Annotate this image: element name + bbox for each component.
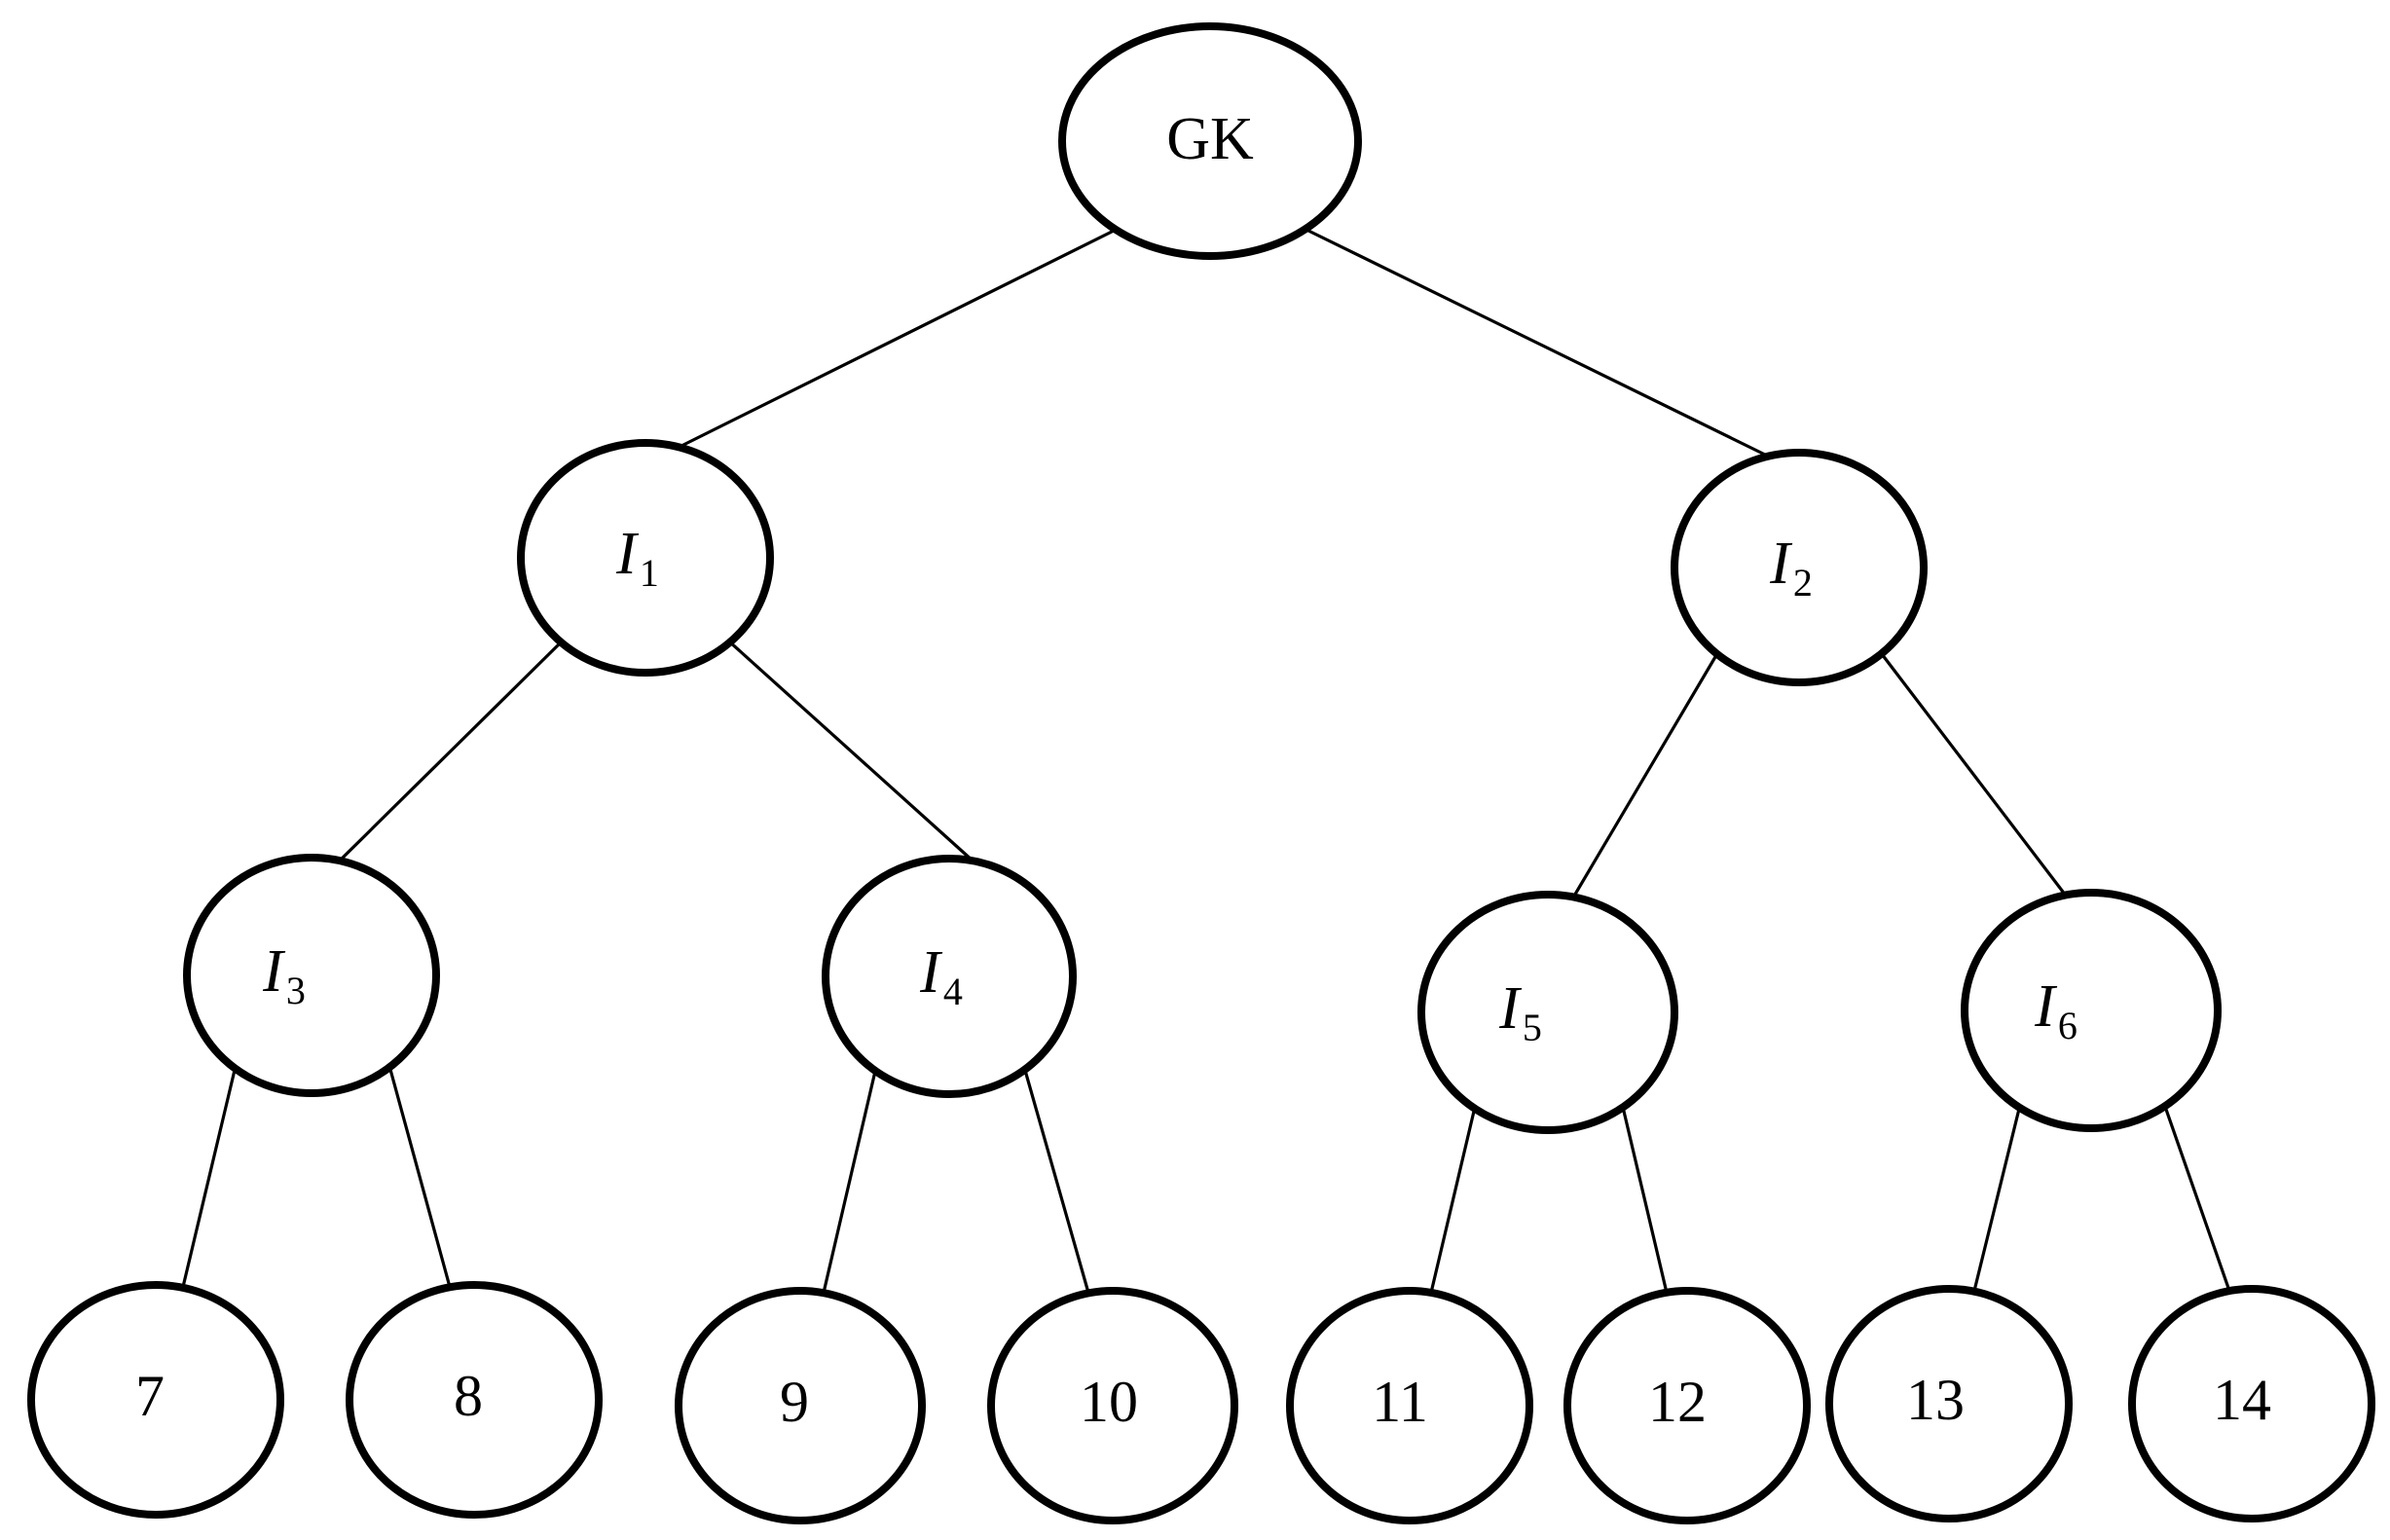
node-shape-i6 xyxy=(1961,889,2222,1132)
tree-node-i3[interactable]: I3 xyxy=(183,854,440,1097)
node-shape-i1 xyxy=(517,439,774,677)
node-label-l10: 10 xyxy=(1080,1370,1138,1434)
tree-edge-i1-to-i4 xyxy=(726,639,975,863)
node-label-l11: 11 xyxy=(1372,1370,1428,1434)
tree-edge-i2-to-i5 xyxy=(1571,648,1721,899)
node-label-l9: 9 xyxy=(780,1370,809,1434)
tree-edge-i4-to-l9 xyxy=(822,1065,878,1295)
node-shape-l8 xyxy=(346,1281,603,1519)
tree-edge-i3-to-l8 xyxy=(387,1064,452,1289)
node-shape-gk xyxy=(1058,22,1362,260)
node-shape-i2 xyxy=(1671,449,1928,686)
node-label-l13: 13 xyxy=(1906,1368,1965,1432)
node-label-i6: I6 xyxy=(2034,973,2077,1047)
tree-edge-i5-to-l11 xyxy=(1429,1101,1478,1295)
tree-edge-i1-to-i3 xyxy=(337,639,565,863)
tree-edge-gk-to-i1 xyxy=(680,227,1120,448)
tree-node-l14[interactable]: 14 xyxy=(2128,1285,2375,1522)
node-shape-i3 xyxy=(183,854,440,1097)
tree-node-l11[interactable]: 11 xyxy=(1286,1287,1533,1524)
tree-node-i5[interactable]: I5 xyxy=(1417,891,1678,1134)
tree-edge-i3-to-l7 xyxy=(181,1064,238,1289)
tree-node-i1[interactable]: I1 xyxy=(517,439,774,677)
tree-node-i4[interactable]: I4 xyxy=(822,855,1077,1098)
node-label-l8: 8 xyxy=(454,1364,483,1428)
tree-edge-i6-to-l14 xyxy=(2161,1099,2231,1293)
tree-node-l9[interactable]: 9 xyxy=(675,1287,926,1524)
tree-node-l13[interactable]: 13 xyxy=(1825,1285,2073,1522)
tree-node-gk[interactable]: GK xyxy=(1058,22,1362,260)
tree-node-l7[interactable]: 7 xyxy=(27,1281,284,1519)
node-label-i3: I3 xyxy=(262,938,306,1012)
node-shape-l11 xyxy=(1286,1287,1533,1524)
node-label-l7: 7 xyxy=(135,1364,165,1428)
node-shape-l9 xyxy=(675,1287,926,1524)
tree-node-i6[interactable]: I6 xyxy=(1961,889,2222,1132)
tree-node-l12[interactable]: 12 xyxy=(1563,1287,1811,1524)
tree-edge-gk-to-i2 xyxy=(1303,227,1769,458)
node-shape-i5 xyxy=(1417,891,1678,1134)
node-shape-i4 xyxy=(822,855,1077,1098)
tree-edge-i2-to-i6 xyxy=(1877,648,2068,898)
tree-node-i2[interactable]: I2 xyxy=(1671,449,1928,686)
node-shape-l7 xyxy=(27,1281,284,1519)
tree-node-l10[interactable]: 10 xyxy=(987,1287,1238,1524)
node-shape-l10 xyxy=(987,1287,1238,1524)
node-label-i1: I1 xyxy=(615,521,659,595)
node-label-gk: GK xyxy=(1166,106,1254,172)
node-shape-l14 xyxy=(2128,1285,2375,1522)
tree-edge-i5-to-l12 xyxy=(1620,1101,1669,1295)
node-label-i5: I5 xyxy=(1498,975,1542,1049)
node-shape-l13 xyxy=(1825,1285,2073,1522)
node-label-l14: 14 xyxy=(2213,1368,2271,1432)
tree-edge-i4-to-l10 xyxy=(1022,1065,1090,1295)
tree-edge-i6-to-l13 xyxy=(1972,1099,2023,1293)
node-label-i2: I2 xyxy=(1769,531,1813,605)
tree-node-l8[interactable]: 8 xyxy=(346,1281,603,1519)
node-label-l12: 12 xyxy=(1648,1370,1707,1434)
node-shape-l12 xyxy=(1563,1287,1811,1524)
edge-layer xyxy=(181,227,2231,1295)
node-label-i4: I4 xyxy=(919,939,963,1013)
